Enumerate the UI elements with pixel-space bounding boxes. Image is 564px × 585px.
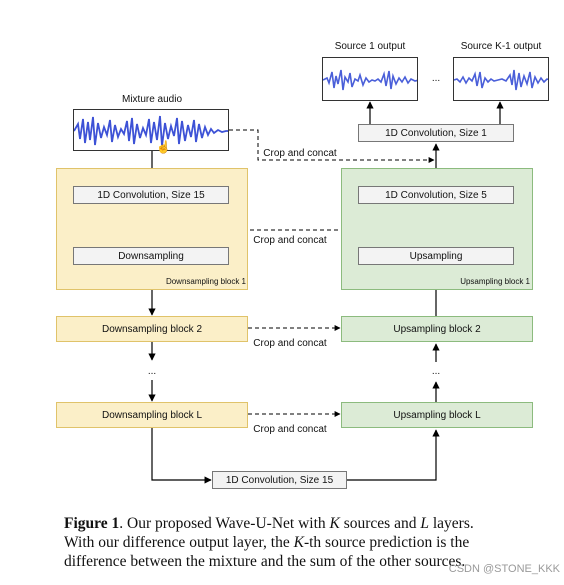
caption-l-symbol: L: [420, 515, 429, 532]
caption-line-3: difference between the mixture and the s…: [64, 553, 466, 570]
source1-waveform-graphic: [323, 69, 417, 91]
crop-concat-mid-label: Crop and concat: [253, 234, 327, 246]
caption-line-2: With our difference output layer, the K-…: [64, 533, 554, 552]
caption-text-3: layers.: [428, 515, 474, 532]
downsampling-block-1-caption: Downsampling block 1: [165, 277, 246, 286]
figure-caption: Figure 1. Our proposed Wave-U-Net with K…: [64, 514, 554, 571]
downsampling-box: Downsampling: [73, 247, 229, 265]
dashed-crop-top: [229, 129, 435, 163]
upsampling-block-1-caption: Upsampling block 1: [460, 277, 530, 286]
caption-text-2: sources and: [339, 515, 421, 532]
caption-line2-text-1: With our difference output layer, the: [64, 534, 294, 551]
sourcek1-waveform-graphic: [454, 69, 548, 91]
mixture-audio-label: Mixture audio: [121, 93, 183, 105]
sources-ellipsis: ...: [431, 72, 441, 84]
caption-k-symbol-2: K: [293, 534, 304, 551]
source1-waveform: [322, 57, 418, 101]
hand-cursor-icon: ☝: [156, 140, 171, 154]
upsampling-block-L: Upsampling block L: [341, 402, 533, 428]
upsampling-box: Upsampling: [358, 247, 514, 265]
ellipsis-left: ...: [147, 365, 157, 377]
arrow-downL-to-bottleneck: [151, 428, 212, 484]
mixture-waveform: [73, 109, 229, 151]
crop-concat-L-label: Crop and concat: [253, 423, 327, 435]
conv-size1-box: 1D Convolution, Size 1: [358, 124, 514, 142]
crop-concat-top-label: Crop and concat: [263, 147, 337, 159]
bottleneck-conv-box: 1D Convolution, Size 15: [212, 471, 347, 489]
caption-line2-text-2: -th source prediction is the: [303, 534, 470, 551]
sourcek1-output-label: Source K-1 output: [460, 40, 542, 52]
upsampling-block-2: Upsampling block 2: [341, 316, 533, 342]
mixture-waveform-graphic: [74, 115, 228, 147]
watermark: CSDN @STONE_KKK: [448, 563, 560, 575]
figure-label: Figure 1: [64, 515, 120, 532]
downsampling-block-L: Downsampling block L: [56, 402, 248, 428]
conv-size5-box: 1D Convolution, Size 5: [358, 186, 514, 204]
conv-size15-box: 1D Convolution, Size 15: [73, 186, 229, 204]
caption-line-1: Figure 1. Our proposed Wave-U-Net with K…: [64, 514, 554, 533]
caption-k-symbol: K: [329, 515, 340, 532]
crop-concat-2-label: Crop and concat: [253, 337, 327, 349]
arrow-bottleneck-to-upL: [347, 429, 440, 481]
source1-output-label: Source 1 output: [334, 40, 406, 52]
downsampling-block-2: Downsampling block 2: [56, 316, 248, 342]
caption-text-1: . Our proposed Wave-U-Net with: [119, 515, 330, 532]
sourcek1-waveform: [453, 57, 549, 101]
ellipsis-right: ...: [431, 365, 441, 377]
